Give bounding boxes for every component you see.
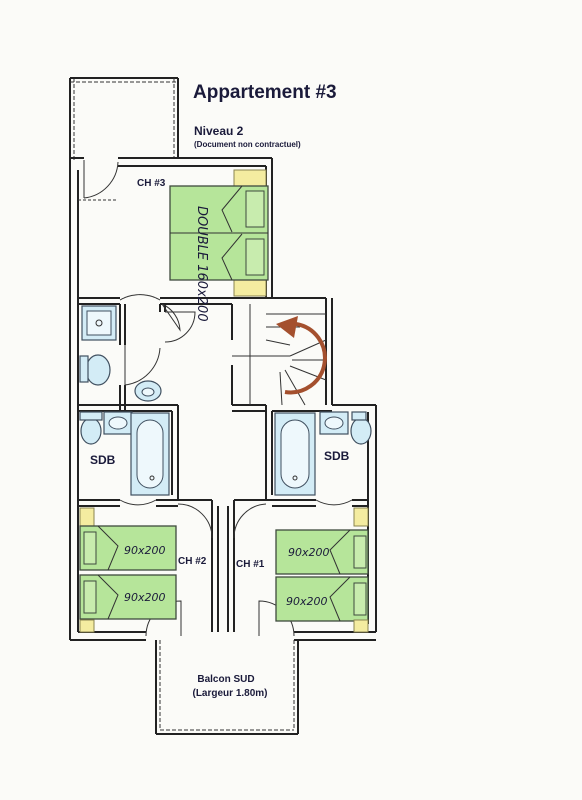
bed-label: 90x200 — [124, 544, 166, 557]
door-sdb-right — [315, 499, 353, 506]
door-ch3 — [119, 294, 161, 301]
ch1-beds: 90x200 90x200 — [275, 507, 369, 633]
balcony-name: Balcon SUD — [197, 674, 254, 685]
south-balcony — [155, 640, 299, 735]
room-label-ch1: CH #1 — [236, 559, 265, 570]
door-ch1 — [233, 503, 267, 539]
bed-label: 90x200 — [124, 591, 166, 604]
door-ch3-north — [83, 160, 119, 199]
bathroom-left — [79, 411, 170, 496]
single-bed — [275, 576, 369, 622]
single-bed — [275, 529, 369, 575]
staircase — [232, 304, 327, 406]
balcony-width: (Largeur 1.80m) — [192, 688, 267, 699]
bed-label: 90x200 — [288, 546, 330, 559]
wc-tank — [79, 355, 89, 383]
room-label-sdb-right: SDB — [324, 449, 350, 463]
wc-right — [350, 417, 372, 445]
bathroom-right — [274, 411, 372, 496]
interior-walls — [78, 297, 368, 632]
shower-drain — [95, 319, 103, 327]
stair-arrow — [284, 322, 327, 395]
nightstand-bottom — [233, 279, 267, 297]
door-sdb-left — [119, 499, 157, 506]
bed-label: 90x200 — [286, 595, 328, 608]
stair-arrow-head — [276, 316, 298, 338]
north-balcony — [69, 77, 179, 160]
room-label-sdb-left: SDB — [90, 453, 116, 467]
level-label: Niveau 2 — [194, 124, 244, 138]
wc-left — [80, 417, 102, 445]
pillow — [245, 190, 265, 228]
plan-title: Appartement #3 — [193, 82, 337, 103]
room-label-ch2: CH #2 — [178, 556, 207, 567]
double-bed: DOUBLE 160x200 — [169, 169, 269, 322]
shower-wc-area — [79, 305, 162, 402]
door-wc — [124, 345, 161, 386]
door-hall — [164, 311, 196, 343]
door-ch2 — [177, 503, 213, 539]
nightstand-top — [233, 169, 267, 187]
ch2-beds: 90x200 90x200 — [79, 507, 177, 633]
double-bed-label: DOUBLE 160x200 — [194, 206, 209, 322]
disclaimer-label: (Document non contractuel) — [194, 140, 301, 149]
wc-bowl — [85, 354, 111, 386]
pillow — [245, 238, 265, 276]
room-label-ch3: CH #3 — [137, 178, 166, 189]
